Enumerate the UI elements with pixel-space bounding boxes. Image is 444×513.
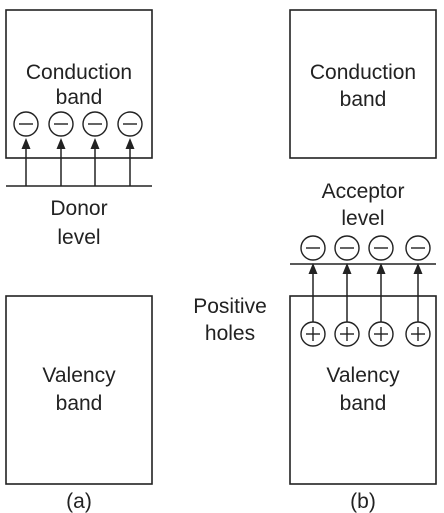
panel-a-level-label-line1: Donor [50, 197, 107, 220]
panel-a-level-label-line2: level [57, 226, 100, 249]
panel-b-electrons [300, 235, 431, 261]
panel-b-level-label-line1: Acceptor [322, 180, 405, 203]
panel-b-hole-4 [405, 321, 431, 347]
panel-a-electron-2 [48, 111, 74, 137]
panel-b-electron-4 [405, 235, 431, 261]
panel-a-arrowhead-4 [125, 138, 135, 149]
panel-a-arrowhead-3 [90, 138, 100, 149]
panel-b-electron-2 [334, 235, 360, 261]
panel-b-hole-arrows [308, 263, 423, 322]
panel-b-arrowhead-1 [308, 263, 318, 274]
panel-b-conduction-band-box [289, 9, 437, 159]
panel-b-conduction-label-line1: Conduction [310, 61, 416, 84]
panel-a-conduction-label-line1: Conduction [26, 61, 132, 84]
panel-b-conduction-label-line2: band [340, 88, 387, 111]
panel-a-electron-4 [117, 111, 143, 137]
panel-b-holes [300, 321, 431, 347]
panel-b-arrowhead-4 [413, 263, 423, 274]
panel-b-valency-label-line2: band [340, 392, 387, 415]
panel-b-holes-label-line1: Positive [193, 295, 267, 318]
panel-b: Conduction band Acceptor level [193, 9, 437, 513]
panel-a-electron-arrows [21, 138, 135, 186]
panel-b-valency-label-line1: Valency [326, 364, 400, 387]
panel-b-arrowhead-2 [342, 263, 352, 274]
panel-a-conduction-label-line2: band [56, 86, 103, 109]
panel-b-caption: (b) [350, 490, 376, 513]
panel-b-hole-2 [334, 321, 360, 347]
panel-b-electron-3 [368, 235, 394, 261]
panel-b-electron-1 [300, 235, 326, 261]
panel-a: Conduction band [5, 9, 153, 513]
panel-a-arrowhead-1 [21, 138, 31, 149]
panel-b-hole-1 [300, 321, 326, 347]
panel-a-electrons [13, 111, 143, 137]
panel-a-valency-label-line2: band [56, 392, 103, 415]
panel-a-arrowhead-2 [56, 138, 66, 149]
panel-a-electron-1 [13, 111, 39, 137]
panel-b-holes-label-line2: holes [205, 322, 255, 345]
panel-a-electron-3 [82, 111, 108, 137]
panel-a-valency-band-box [5, 295, 153, 485]
panel-a-caption: (a) [66, 490, 92, 513]
panel-b-level-label-line2: level [341, 207, 384, 230]
panel-a-valency-label-line1: Valency [42, 364, 116, 387]
panel-b-hole-3 [368, 321, 394, 347]
panel-b-arrowhead-3 [376, 263, 386, 274]
